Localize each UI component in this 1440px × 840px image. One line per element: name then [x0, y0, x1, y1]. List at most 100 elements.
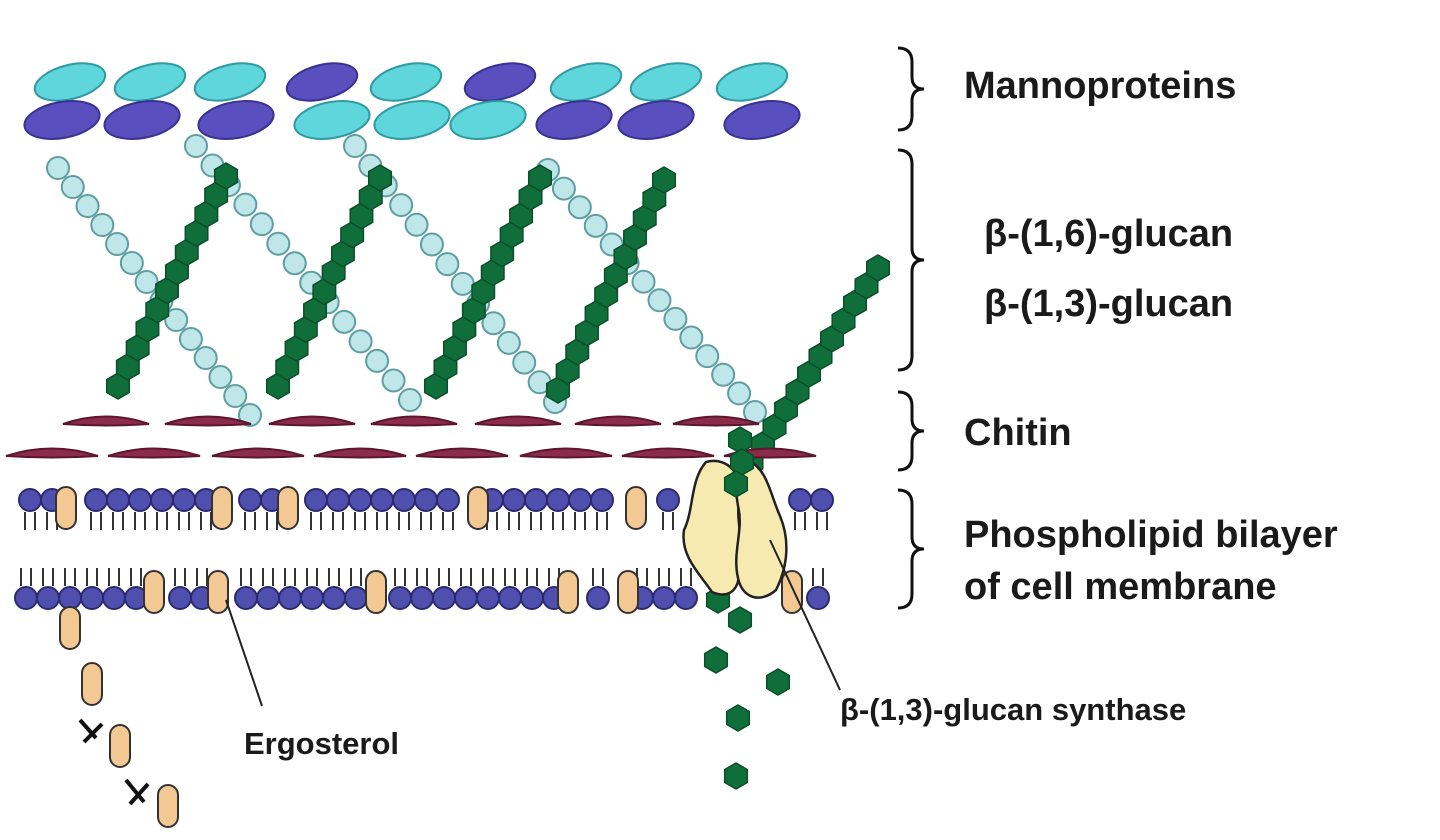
phospholipid-head	[788, 488, 812, 512]
mannoprotein	[463, 62, 537, 102]
chitin-bracket	[897, 390, 925, 472]
glucan-1-3-unit	[765, 668, 791, 696]
phospholipid-bilayer	[14, 486, 834, 828]
glucan-1-3-unit	[651, 166, 677, 194]
glucan-1-6-unit	[208, 365, 233, 389]
ergosterol-label: Ergosterol	[244, 726, 400, 761]
glucan-1-3-unit	[367, 164, 393, 192]
phospholipid-head	[234, 586, 258, 610]
glucan-1-6-unit	[679, 325, 704, 350]
mannoprotein	[617, 100, 695, 140]
mannoprotein	[285, 62, 359, 102]
glucan-1-6-unit	[404, 212, 429, 237]
glucan-1-3-unit	[723, 762, 749, 790]
phospholipid-head	[652, 586, 676, 610]
glucan-1-6-unit	[46, 156, 70, 180]
phospholipid-head	[370, 488, 394, 512]
glucan-1-6-unit	[663, 306, 688, 331]
glucan-1-6-unit	[398, 388, 422, 412]
mannoprotein	[629, 62, 703, 102]
ergosterol-molecule	[109, 724, 131, 768]
phospholipid-head	[674, 586, 698, 610]
glucan-1-6-unit	[105, 232, 130, 256]
glucan-1-6-label: β-(1,6)-glucan	[984, 213, 1234, 255]
glucan-1-3-unit	[723, 470, 749, 498]
glucan-1-3-unit	[729, 448, 755, 476]
chitin-fiber	[370, 415, 458, 427]
phospholipid-head	[150, 488, 174, 512]
phospholipid-head	[84, 488, 108, 512]
glucan-1-6-unit	[134, 270, 159, 294]
glucan-1-3-unit	[725, 704, 751, 732]
phospholipid-head	[432, 586, 456, 610]
glucan-1-6-unit	[647, 288, 672, 313]
glucan-1-6-unit	[496, 330, 521, 355]
chitin-fiber	[519, 447, 613, 459]
glucan-1-3-label: β-(1,3)-glucan	[984, 283, 1234, 325]
glucan-1-6-unit	[75, 194, 100, 218]
phospholipid-head	[476, 586, 500, 610]
chitin-fiber	[672, 415, 760, 427]
glucan-1-6-unit	[223, 384, 248, 408]
glucan-1-6-unit	[164, 308, 189, 332]
phospholipid-head	[590, 488, 614, 512]
ergosterol-molecule	[143, 570, 165, 614]
glucan-1-3-unit	[727, 426, 753, 454]
glucan-1-6-unit	[343, 134, 367, 158]
mannoprotein	[715, 62, 789, 102]
mannoprotein	[23, 100, 101, 140]
phospholipid-head	[238, 488, 262, 512]
glucan-1-6-unit	[419, 232, 444, 257]
mannoprotein	[193, 62, 267, 102]
phospholipid-head	[18, 488, 42, 512]
chitin-fiber	[415, 447, 509, 459]
glucan-1-6-unit	[178, 327, 203, 351]
ergosterol-molecule	[157, 784, 179, 828]
chitin-fiber	[574, 415, 662, 427]
glucan-1-3-unit	[213, 162, 239, 190]
mannoprotein	[197, 100, 275, 140]
glucan-1-3-unit	[727, 606, 753, 634]
mannoprotein	[369, 62, 443, 102]
ergosterol-molecule	[55, 486, 77, 530]
glucan-1-6-unit	[119, 251, 144, 275]
pointer-lines	[225, 539, 841, 707]
phospholipid-head	[520, 586, 544, 610]
glucan-1-3-unit	[527, 164, 553, 192]
glucan-1-6-unit	[381, 368, 406, 393]
mannoprotein	[535, 100, 613, 140]
phospholipid-head	[278, 586, 302, 610]
ergosterol-molecule	[625, 486, 647, 530]
phospholipid-bilayer-label: Phospholipid bilayer	[964, 514, 1338, 556]
ergosterol-molecule	[365, 570, 387, 614]
phospholipid-head	[656, 488, 680, 512]
phospholipid-head	[304, 488, 328, 512]
chitin-fiber	[313, 447, 407, 459]
glucan-1-3-unit	[865, 254, 891, 282]
ergosterol-molecule	[781, 570, 803, 614]
layer-brackets	[897, 46, 925, 610]
mannoprotein	[449, 100, 527, 140]
phospholipid-head	[128, 488, 152, 512]
phospholipid-head	[168, 586, 192, 610]
chitin-fiber	[474, 415, 562, 427]
phospholipid-head	[810, 488, 834, 512]
cell-membrane-label: of cell membrane	[964, 566, 1277, 608]
phospholipid-head	[586, 586, 610, 610]
mannoprotein-layer	[23, 62, 801, 140]
glucan-bracket	[897, 148, 925, 372]
mannoprotein	[293, 100, 371, 140]
linkage-arrow	[78, 718, 104, 744]
phospholipid-head	[80, 586, 104, 610]
phospholipid-head	[568, 488, 592, 512]
glucan-1-6-unit	[249, 212, 274, 237]
phospholipid-head	[806, 586, 830, 610]
ergosterol-molecule	[467, 486, 489, 530]
glucan-1-6-unit	[90, 213, 115, 237]
glucan-1-6-unit	[567, 195, 592, 220]
chitin-layer	[5, 415, 817, 459]
phospholipid-head	[546, 488, 570, 512]
phospholipid-head	[454, 586, 478, 610]
phospholipid-head	[14, 586, 38, 610]
